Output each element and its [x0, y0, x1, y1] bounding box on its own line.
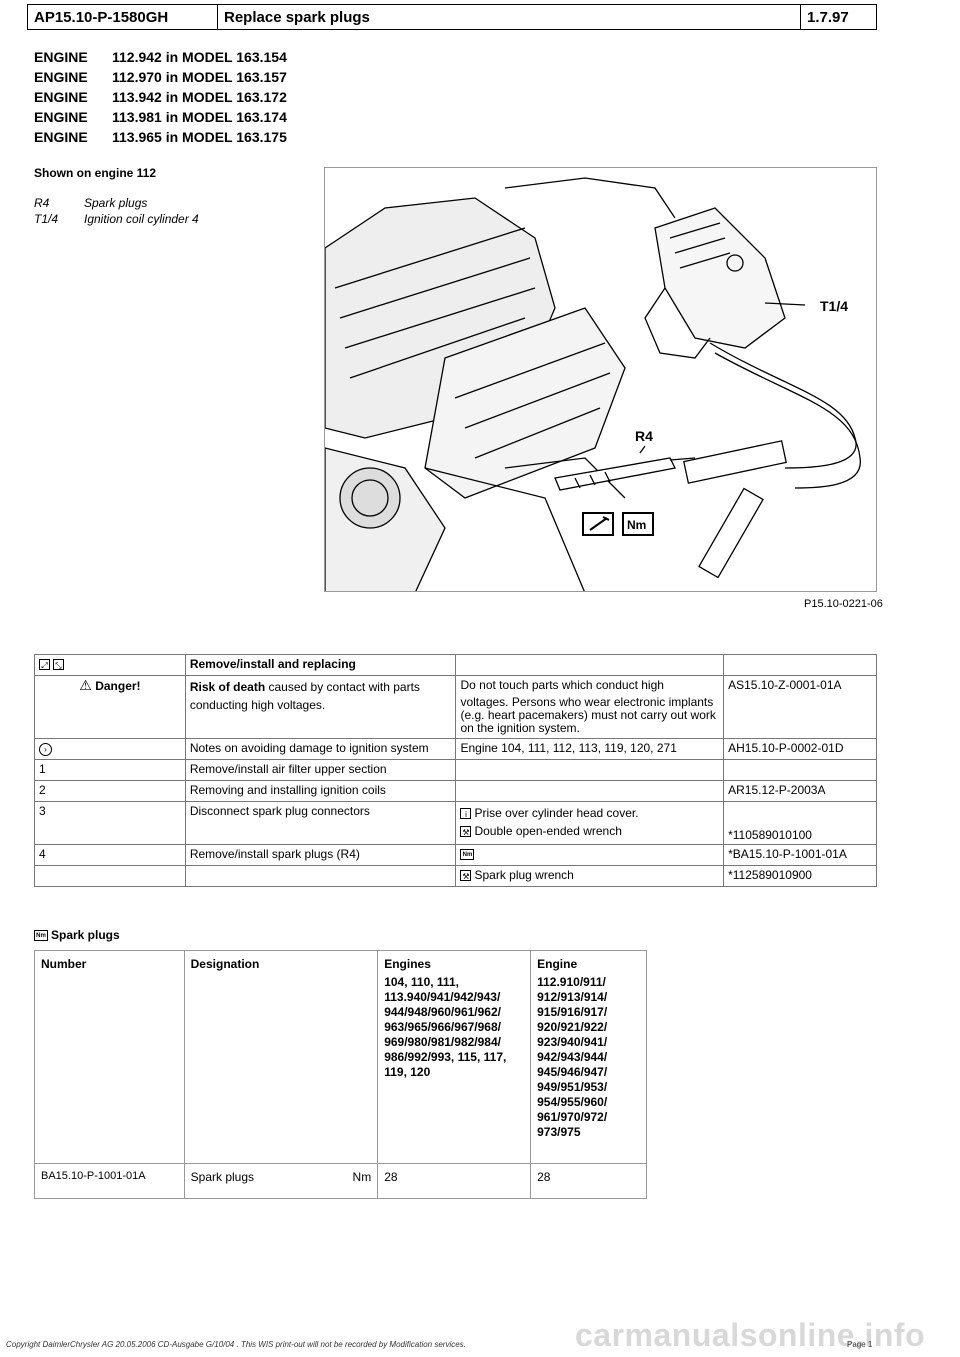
label-r4: R4	[635, 428, 653, 444]
wrench-icon	[582, 512, 614, 536]
legend-text: Ignition coil cylinder 4	[84, 212, 199, 226]
procedure-table: ⤢⤡ Remove/install and replacing ⚠ Danger…	[34, 654, 877, 887]
doc-date: 1.7.97	[807, 8, 849, 26]
notes-arrow-icon: ›	[39, 743, 52, 756]
engine-drawing: T1/4 R4 Nm	[325, 177, 861, 591]
table-row: ⤢⤡ Remove/install and replacing	[34, 654, 877, 676]
notes-ref: AH15.10-P-0002-01D	[723, 738, 877, 760]
legend-code: T1/4	[34, 212, 59, 226]
copyright-footer: Copyright DaimlerChrysler AG 20.05.2006 …	[6, 1340, 466, 1349]
expand-icon: ⤢	[39, 659, 50, 671]
info-icon: i	[460, 808, 472, 820]
procedure-heading: Remove/install and replacing	[184, 654, 457, 676]
table-row: › Notes on avoiding damage to ignition s…	[34, 738, 877, 760]
torque-nm-icon	[622, 512, 654, 536]
engine-illustration: T1/4 R4 Nm	[324, 167, 877, 592]
document-header: AP15.10-P-1580GH Replace spark plugs 1.7…	[27, 4, 877, 30]
collapse-icon: ⤡	[53, 659, 64, 671]
legend-code: R4	[34, 196, 50, 210]
wrench-icon: ⚒	[460, 870, 472, 882]
shown-on-label: Shown on engine 112	[34, 166, 157, 180]
svg-text:Nm: Nm	[627, 518, 646, 532]
page-number: Page 1	[847, 1340, 873, 1349]
wrench-icon: ⚒	[460, 826, 472, 838]
table-row: 2 Removing and installing ignition coils…	[34, 780, 877, 802]
doc-title: Replace spark plugs	[218, 5, 801, 29]
figure-caption: P15.10-0221-06	[804, 598, 883, 610]
legend-text: Spark plugs	[84, 196, 148, 210]
warning-icon: ⚠	[79, 677, 92, 693]
table-row: ⚠ Danger! Risk of death caused by contac…	[34, 675, 877, 739]
torque-nm-icon: Nm	[34, 930, 48, 942]
table-row: 1 Remove/install air filter upper sectio…	[34, 759, 877, 781]
watermark: carmanualsonline.info	[575, 1317, 926, 1353]
table-row: ⚒Spark plug wrench *112589010900	[34, 865, 877, 887]
doc-code: AP15.10-P-1580GH	[28, 5, 218, 29]
table-row: 4 Remove/install spark plugs (R4) Nm *BA…	[34, 844, 877, 866]
label-t14: T1/4	[820, 298, 848, 314]
danger-ref: AS15.10-Z-0001-01A	[723, 675, 877, 739]
torque-nm-icon: Nm	[460, 849, 475, 861]
